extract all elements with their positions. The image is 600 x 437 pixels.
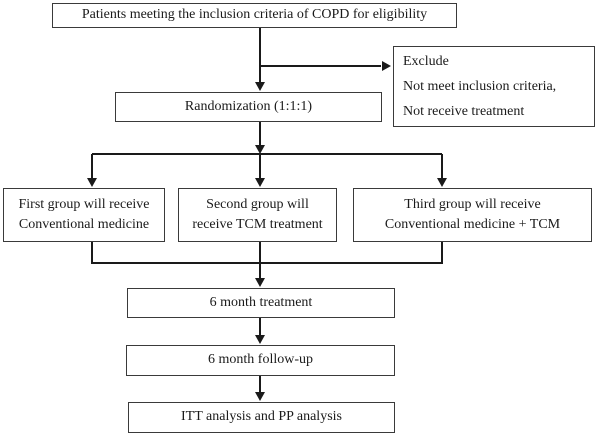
node-group2-line-1: Second group will xyxy=(206,196,309,212)
node-exclude-line-1: Exclude xyxy=(403,53,449,69)
arrow-split-to-group1 xyxy=(87,154,97,187)
node-randomization-label: Randomization (1:1:1) xyxy=(184,98,313,114)
arrow-split-to-group2 xyxy=(255,154,265,187)
node-exclude-line-2: Not meet inclusion criteria, xyxy=(403,78,557,94)
node-randomization: Randomization (1:1:1) xyxy=(115,92,382,122)
node-group3-line-2: Conventional medicine + TCM xyxy=(384,217,561,232)
node-group1-line-2: Conventional medicine xyxy=(18,217,150,232)
node-group1: First group will receive Conventional me… xyxy=(3,188,165,242)
node-group2-line-2: receive TCM treatment xyxy=(192,217,323,232)
arrow-merge-to-treatment xyxy=(255,263,265,287)
arrow-split-to-group3 xyxy=(437,154,447,187)
node-followup-label: 6 month follow-up xyxy=(208,352,313,368)
arrow-followup-to-analysis xyxy=(255,376,265,401)
node-analysis-label: ITT analysis and PP analysis xyxy=(181,409,342,425)
node-group3-line-1: Third group will receive xyxy=(404,196,541,212)
node-group3: Third group will receive Conventional me… xyxy=(353,188,592,242)
arrow-treatment-to-followup xyxy=(255,318,265,344)
node-followup: 6 month follow-up xyxy=(126,345,395,376)
node-treatment-label: 6 month treatment xyxy=(209,294,313,310)
arrow-randomization-to-split xyxy=(255,122,265,154)
arrow-to-exclude xyxy=(260,61,391,71)
arrow-eligibility-to-randomization xyxy=(255,28,265,91)
node-treatment: 6 month treatment xyxy=(127,288,395,318)
node-exclude-line-3: Not receive treatment xyxy=(403,104,525,120)
node-exclude: Exclude Not meet inclusion criteria, Not… xyxy=(393,46,595,127)
node-analysis: ITT analysis and PP analysis xyxy=(128,402,395,433)
node-eligibility-label: Patients meeting the inclusion criteria … xyxy=(81,7,428,23)
node-group2: Second group will receive TCM treatment xyxy=(178,188,337,242)
merge-bar xyxy=(91,242,443,264)
node-eligibility: Patients meeting the inclusion criteria … xyxy=(52,3,457,28)
node-group1-line-1: First group will receive xyxy=(18,196,150,212)
